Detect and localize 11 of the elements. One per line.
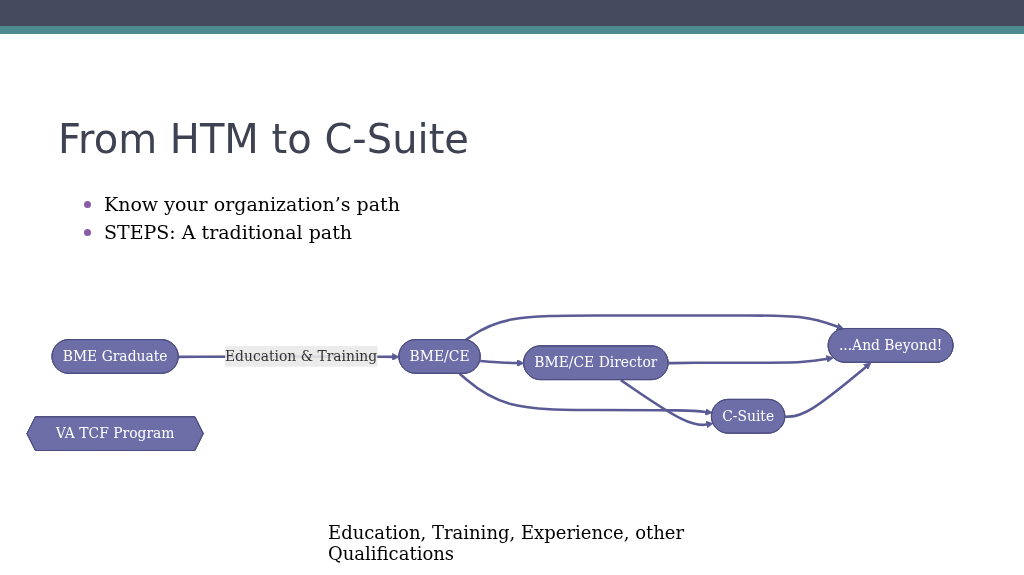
bullet-text: Know your organization’s path bbox=[104, 193, 400, 215]
arrow bbox=[785, 362, 872, 418]
slide-title: From HTM to C-Suite bbox=[58, 116, 469, 162]
arrow bbox=[464, 314, 845, 342]
edge-label: Education & Training bbox=[224, 347, 378, 365]
bullet-text: STEPS: A traditional path bbox=[104, 221, 353, 243]
arrow bbox=[458, 372, 713, 416]
arrow bbox=[620, 379, 714, 429]
arrow bbox=[480, 359, 525, 367]
arrow bbox=[668, 355, 834, 365]
note-text: Education, Training, Experience, other Qualifications bbox=[328, 522, 686, 564]
